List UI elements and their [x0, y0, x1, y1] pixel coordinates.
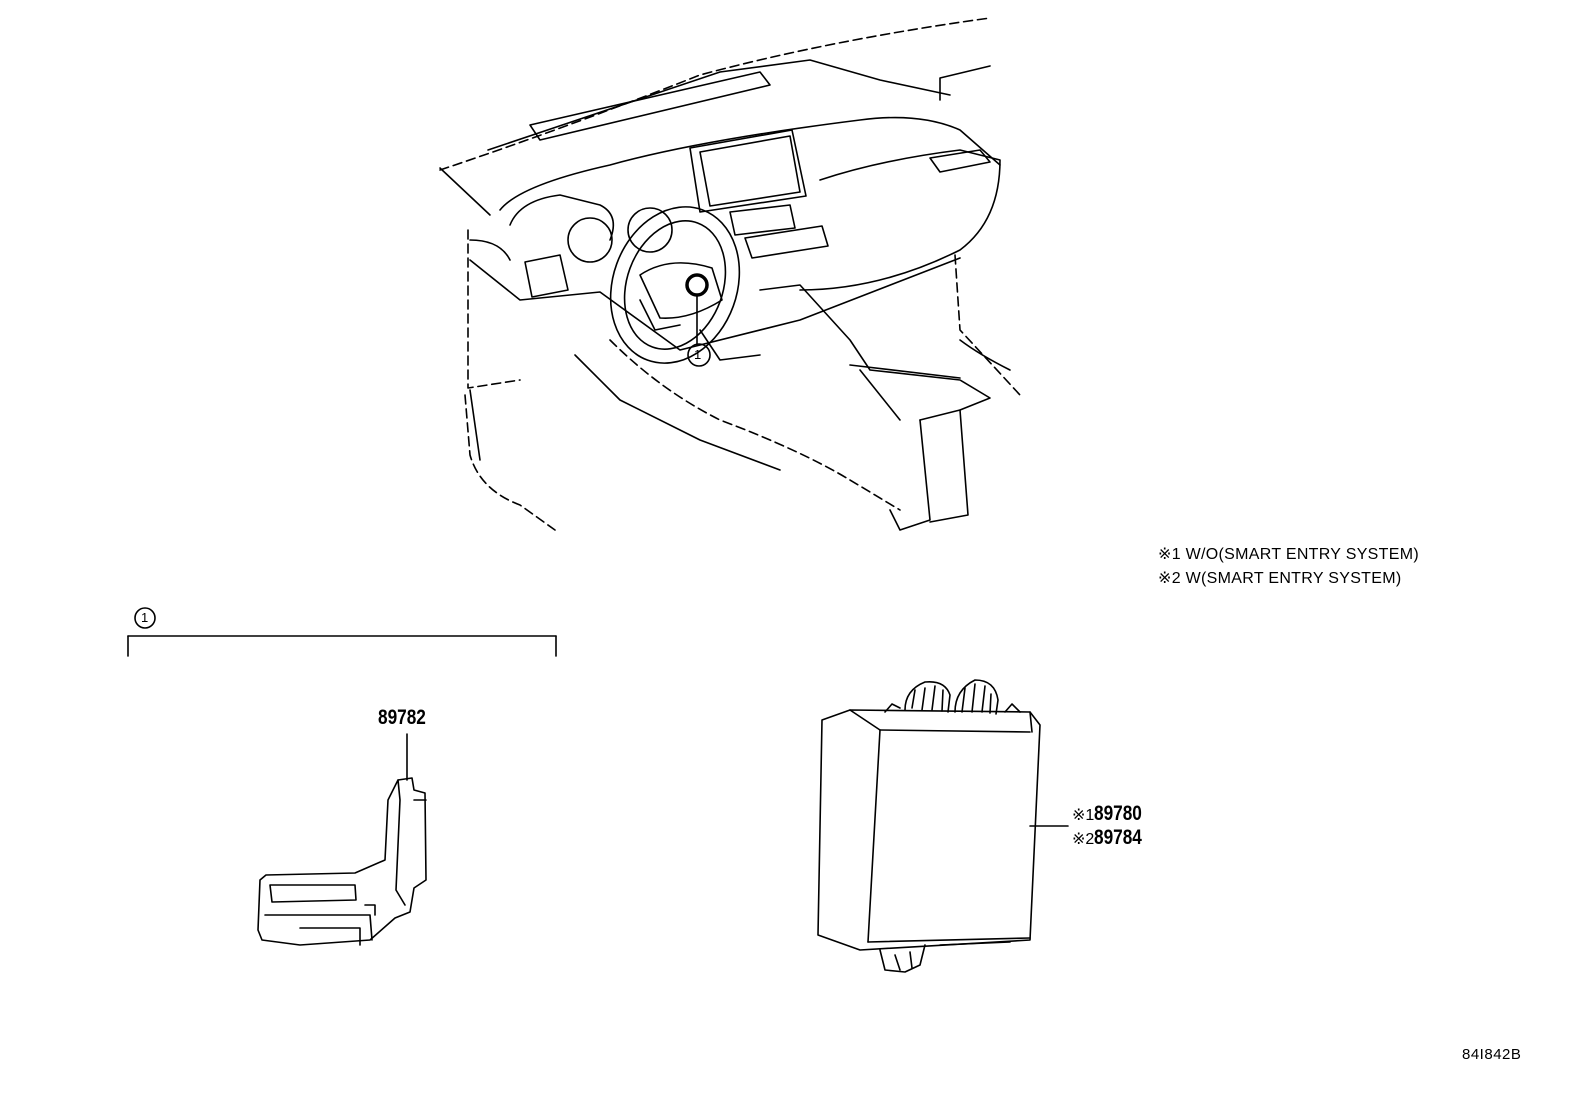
ecu-part-1-mark: ※1 — [1072, 807, 1095, 824]
note-2-mark: ※2 — [1158, 570, 1181, 587]
ecu-part-drawing — [817, 679, 1069, 973]
note-2-text: W(SMART ENTRY SYSTEM) — [1185, 570, 1402, 587]
group-bracket — [127, 607, 557, 657]
sensor-part-drawing — [257, 733, 427, 946]
ecu-part-2-number: 89784 — [1094, 826, 1143, 849]
dashboard-callout-number: 1 — [694, 347, 702, 362]
sensor-part-number: 89782 — [378, 706, 426, 729]
ecu-part-2-mark: ※2 — [1072, 831, 1095, 848]
illustration-code: 84I842B — [1462, 1046, 1522, 1063]
dashboard-illustration — [439, 17, 1021, 531]
note-1-text: W/O(SMART ENTRY SYSTEM) — [1185, 546, 1419, 563]
ecu-part-number-2: ※289784 — [1072, 826, 1153, 850]
note-1: ※1 W/O(SMART ENTRY SYSTEM) — [1158, 544, 1419, 564]
ecu-part-1-number: 89780 — [1094, 802, 1143, 825]
note-1-mark: ※1 — [1158, 546, 1181, 563]
bracket-callout-number: 1 — [141, 610, 149, 625]
ecu-part-number-1: ※189780 — [1072, 802, 1153, 826]
note-2: ※2 W(SMART ENTRY SYSTEM) — [1158, 568, 1401, 588]
